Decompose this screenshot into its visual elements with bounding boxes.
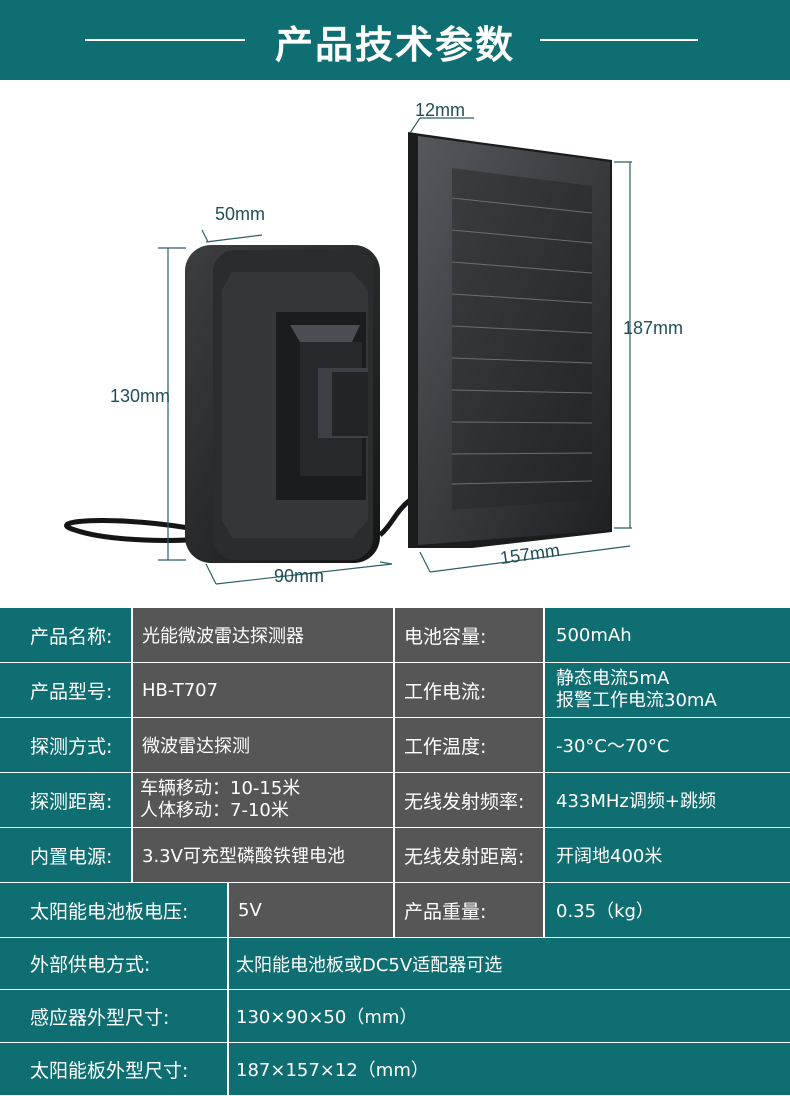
table-divider bbox=[131, 608, 133, 883]
spec-value: 太阳能电池板或DC5V适配器可选 bbox=[228, 938, 790, 990]
spec-value: 车辆移动：10-15米 人体移动：7-10米 bbox=[132, 773, 394, 828]
spec-label: 感应器外型尺寸: bbox=[0, 990, 228, 1043]
spec-label: 电池容量: bbox=[394, 608, 544, 663]
spec-label: 无线发射频率: bbox=[394, 773, 544, 828]
spec-label: 工作电流: bbox=[394, 663, 544, 718]
radar-sensor bbox=[185, 245, 380, 563]
table-divider bbox=[393, 608, 395, 938]
spec-value: 静态电流5mA 报警工作电流30mA bbox=[544, 663, 790, 718]
spec-label: 太阳能电池板电压: bbox=[0, 883, 228, 938]
spec-value: -30°C～70°C bbox=[544, 718, 790, 773]
spec-label: 外部供电方式: bbox=[0, 938, 228, 990]
dim-sensor-width: 90mm bbox=[274, 566, 325, 586]
spec-value: 开阔地400米 bbox=[544, 828, 790, 883]
spec-value-line: 静态电流5mA bbox=[556, 668, 670, 689]
header-right-rule bbox=[540, 39, 698, 41]
spec-label: 产品重量: bbox=[394, 883, 544, 938]
header-left-rule bbox=[85, 39, 245, 41]
spec-label: 太阳能板外型尺寸: bbox=[0, 1043, 228, 1096]
spec-value: 500mAh bbox=[544, 608, 790, 663]
spec-value: 3.3V可充型磷酸铁锂电池 bbox=[132, 828, 394, 883]
spec-value-line: 人体移动：7-10米 bbox=[140, 800, 289, 821]
spec-value: 光能微波雷达探测器 bbox=[132, 608, 394, 663]
solar-panel bbox=[408, 132, 612, 548]
spec-value: HB-T707 bbox=[132, 663, 394, 718]
spec-label: 探测方式: bbox=[0, 718, 132, 773]
table-divider bbox=[227, 883, 229, 1096]
table-divider bbox=[543, 608, 545, 938]
spec-value: 130×90×50（mm） bbox=[228, 990, 790, 1043]
spec-value: 5V bbox=[228, 883, 394, 938]
spec-value: 433MHz调频+跳频 bbox=[544, 773, 790, 828]
spec-table: 产品名称: 光能微波雷达探测器 电池容量: 500mAh 产品型号: HB-T7… bbox=[0, 608, 790, 1096]
spec-value-line: 报警工作电流30mA bbox=[556, 690, 717, 711]
spec-value: 0.35（kg） bbox=[544, 883, 790, 938]
dim-panel-height: 187mm bbox=[623, 318, 684, 338]
spec-label: 内置电源: bbox=[0, 828, 132, 883]
spec-label: 产品名称: bbox=[0, 608, 132, 663]
product-illustration: 12mm 50mm 187mm 130mm 90mm 157mm bbox=[0, 80, 790, 608]
dim-sensor-height: 130mm bbox=[110, 386, 171, 406]
spec-label: 探测距离: bbox=[0, 773, 132, 828]
spec-value: 187×157×12（mm） bbox=[228, 1043, 790, 1096]
spec-value-line: 车辆移动：10-15米 bbox=[140, 778, 301, 799]
spec-label: 产品型号: bbox=[0, 663, 132, 718]
spec-label: 工作温度: bbox=[394, 718, 544, 773]
spec-value: 微波雷达探测 bbox=[132, 718, 394, 773]
page-title: 产品技术参数 bbox=[274, 23, 515, 67]
dim-sensor-depth: 50mm bbox=[215, 204, 266, 224]
dim-panel-depth: 12mm bbox=[415, 100, 466, 120]
header-banner: 产品技术参数 bbox=[0, 0, 790, 80]
spec-label: 无线发射距离: bbox=[394, 828, 544, 883]
product-image bbox=[64, 117, 632, 585]
